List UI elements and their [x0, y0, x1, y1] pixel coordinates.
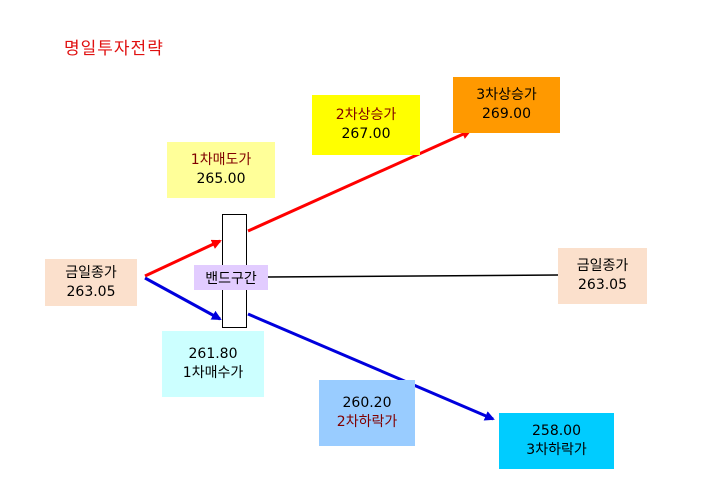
down-arrow-short: [144, 276, 222, 321]
sell1-box: 1차매도가 265.00: [167, 142, 275, 198]
fall3-label: 3차하락가: [526, 442, 587, 458]
close-right-box: 금일종가 263.05: [558, 248, 647, 304]
fall3-box: 258.00 3차하락가: [499, 413, 614, 469]
up-arrow-short: [144, 239, 222, 278]
close-right-value: 263.05: [578, 277, 627, 293]
down-arrow-long: [247, 312, 495, 421]
close-left-box: 금일종가 263.05: [45, 259, 137, 306]
fall3-value: 258.00: [532, 423, 581, 439]
fall2-label: 2차하락가: [336, 414, 398, 430]
rise3-label: 3차상승가: [476, 87, 537, 103]
buy1-box: 261.80 1차매수가: [162, 331, 264, 397]
flat-line: [267, 274, 559, 278]
band-label: 밴드구간: [194, 265, 268, 290]
page-title: 명일투자전략: [64, 39, 164, 59]
rise2-value: 267.00: [341, 126, 391, 142]
rise3-box: 3차상승가 269.00: [453, 77, 560, 133]
sell1-label: 1차매도가: [190, 152, 252, 168]
close-left-label: 금일종가: [65, 264, 117, 281]
fall2-box: 260.20 2차하락가: [319, 380, 415, 446]
rise2-box: 2차상승가 267.00: [312, 95, 420, 155]
up-arrow-long: [247, 129, 472, 233]
rise3-value: 269.00: [482, 106, 531, 122]
rise2-label: 2차상승가: [335, 107, 397, 123]
buy1-value: 261.80: [188, 346, 238, 362]
fall2-value: 260.20: [342, 395, 392, 411]
close-right-label: 금일종가: [576, 258, 629, 274]
sell1-value: 265.00: [196, 171, 246, 187]
buy1-label: 1차매수가: [182, 365, 244, 381]
close-left-value: 263.05: [66, 283, 116, 300]
